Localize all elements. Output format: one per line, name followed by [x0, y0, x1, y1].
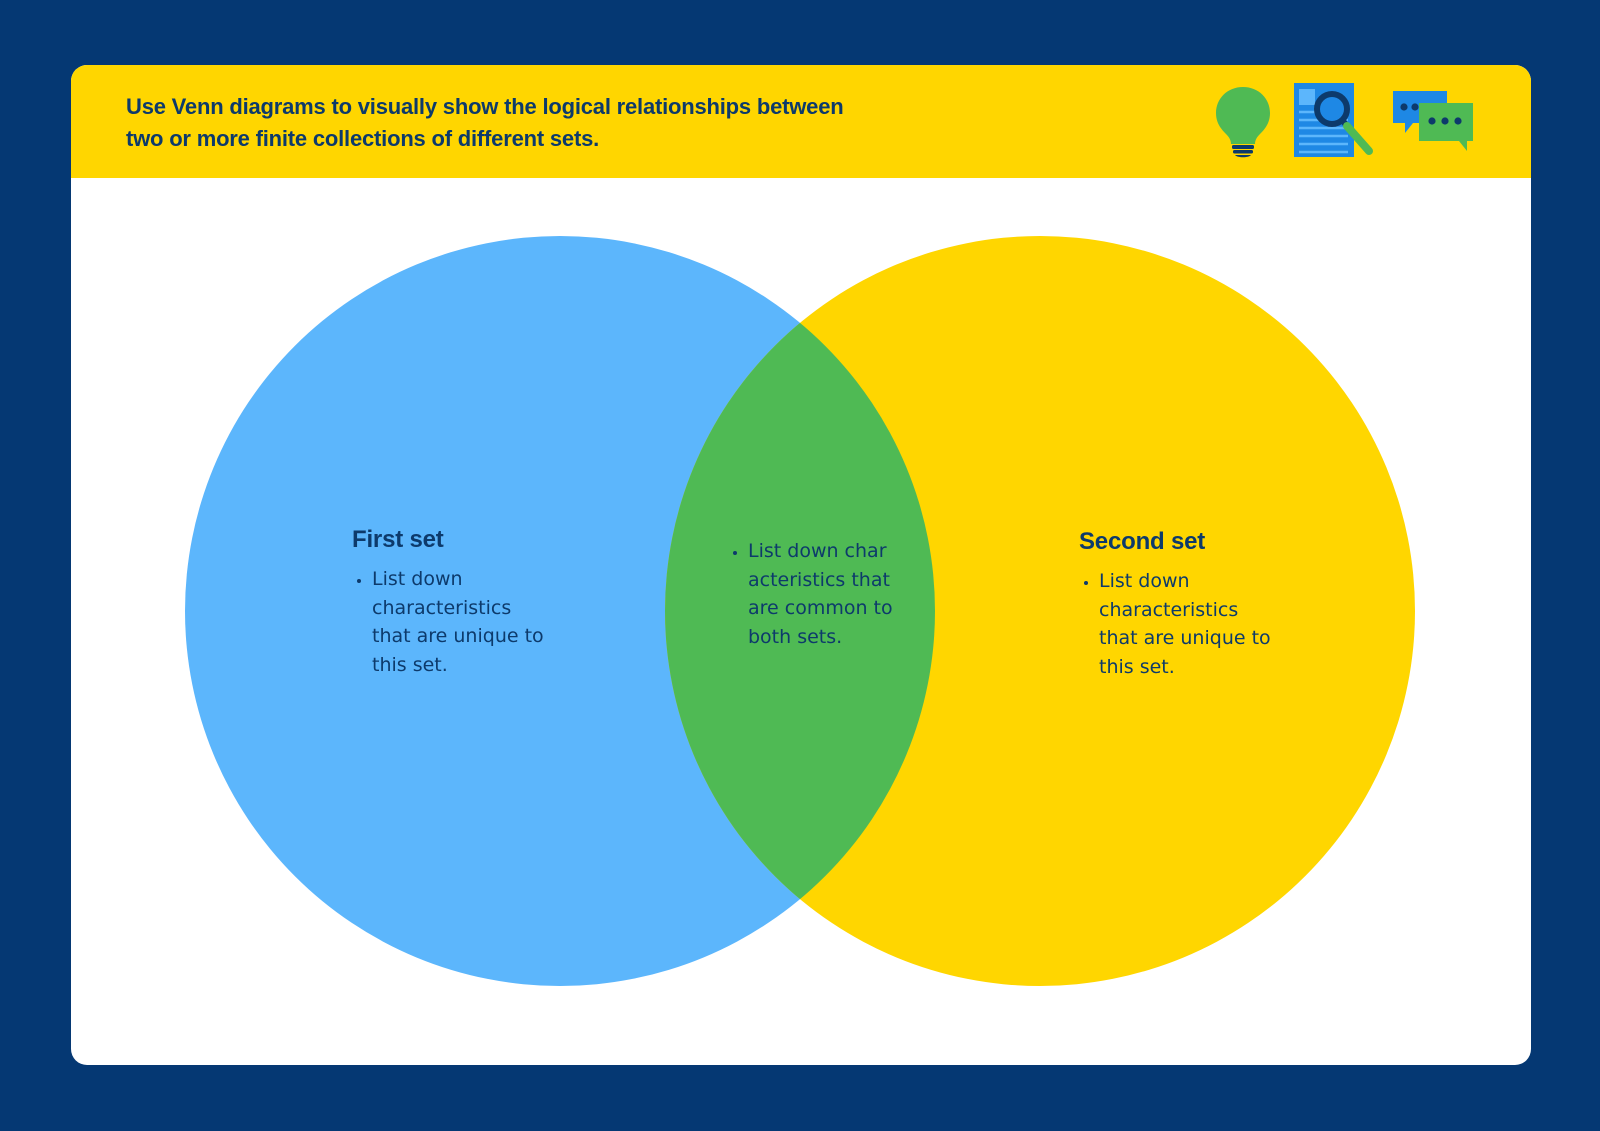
venn-diagram — [185, 236, 1415, 986]
first-set-block: First set List down characteristics that… — [352, 525, 552, 679]
header-banner: Use Venn diagrams to visually show the l… — [71, 65, 1531, 178]
venn-card: Use Venn diagrams to visually show the l… — [71, 65, 1531, 1065]
list-item: List down characteristics that are commo… — [748, 537, 893, 651]
overlap-region — [665, 236, 935, 986]
overlap-block: List down characteristics that are commo… — [728, 537, 893, 651]
second-set-block: Second set List down characteristics tha… — [1079, 527, 1279, 681]
banner-text: Use Venn diagrams to visually show the l… — [126, 94, 844, 151]
second-set-list: List down characteristics that are uniqu… — [1079, 567, 1279, 681]
first-set-title: First set — [352, 526, 444, 553]
chat-bubbles-icon — [1391, 89, 1475, 153]
list-item: List down characteristics that are uniqu… — [1099, 567, 1279, 681]
lightbulb-icon — [1211, 83, 1275, 159]
overlap-list: List down characteristics that are commo… — [728, 537, 893, 651]
second-set-title: Second set — [1079, 528, 1206, 555]
list-item: List down characteristics that are uniqu… — [372, 565, 552, 679]
document-search-icon — [1292, 81, 1376, 161]
first-set-list: List down characteristics that are uniqu… — [352, 565, 552, 679]
